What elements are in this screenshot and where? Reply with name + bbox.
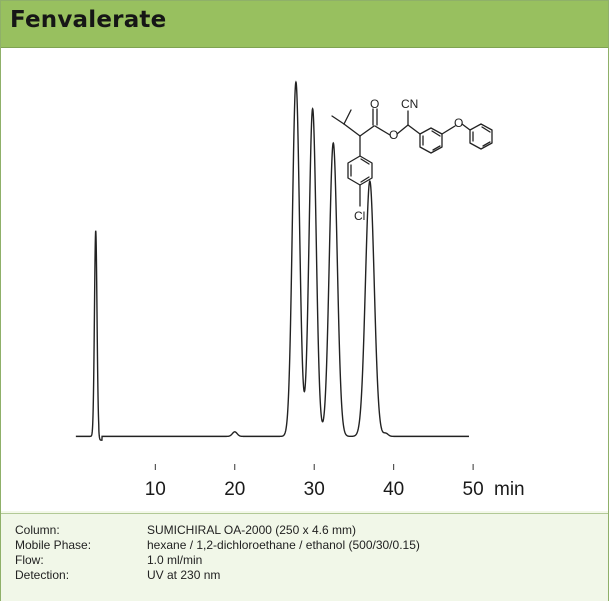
ring-phenoxy-dbl3 bbox=[481, 126, 491, 133]
bond-benzylic bbox=[407, 124, 421, 135]
bond-ester-o bbox=[396, 124, 409, 135]
x-tick-label-10: 10 bbox=[145, 479, 166, 500]
chromatogram-panel: O O CN O Cl 10 20 30 40 50 min bbox=[1, 48, 608, 511]
spec-value: SUMICHIRAL OA-2000 (250 x 4.6 mm) bbox=[147, 523, 356, 537]
ring-benzyl-dbl3 bbox=[431, 130, 441, 137]
x-tick-label-20: 20 bbox=[224, 479, 245, 500]
ring-benzyl-dbl2 bbox=[432, 145, 441, 151]
spec-key: Column: bbox=[15, 523, 60, 537]
spec-key: Detection: bbox=[15, 568, 70, 582]
x-axis-label: min bbox=[494, 479, 525, 500]
spec-value: hexane / 1,2-dichloroethane / ethanol (5… bbox=[147, 538, 420, 552]
bond-isopropyl-left bbox=[331, 115, 345, 125]
title-bar: Fenvalerate bbox=[1, 1, 608, 48]
molecule-structure bbox=[331, 108, 493, 207]
method-specs: Column: SUMICHIRAL OA-2000 (250 x 4.6 mm… bbox=[1, 513, 608, 601]
spec-key: Flow: bbox=[15, 553, 44, 567]
ring-benzyl bbox=[419, 127, 443, 154]
bond-ether-a bbox=[441, 125, 456, 135]
bond-isopropyl-up bbox=[343, 109, 352, 125]
bond-ether-b bbox=[461, 123, 471, 131]
label-ether-oxygen: O bbox=[454, 116, 463, 130]
x-tick-label-30: 30 bbox=[304, 479, 325, 500]
chromatogram-chart: O O CN O Cl 10 20 30 40 50 min bbox=[75, 80, 525, 500]
spec-key: Mobile Phase: bbox=[15, 538, 92, 552]
bond-alpha-carbonyl bbox=[359, 125, 375, 137]
spec-value: UV at 230 nm bbox=[147, 568, 221, 582]
label-ester-oxygen: O bbox=[389, 128, 398, 142]
x-tick-label-50: 50 bbox=[463, 479, 484, 500]
label-chlorine: Cl bbox=[354, 209, 365, 223]
spec-value: 1.0 ml/min bbox=[147, 553, 203, 567]
bond-isopropyl-main bbox=[343, 123, 361, 137]
chromatogram-trace bbox=[75, 80, 469, 441]
label-carbonyl-oxygen: O bbox=[370, 97, 379, 111]
ring-chlorophenyl-dbl2 bbox=[360, 176, 370, 183]
bond-ester bbox=[374, 125, 391, 136]
ring-phenoxy bbox=[469, 123, 493, 150]
x-tick-label-40: 40 bbox=[383, 479, 404, 500]
ring-chlorophenyl-dbl3 bbox=[360, 158, 370, 165]
ring-phenoxy-dbl2 bbox=[482, 141, 491, 147]
label-nitrile: CN bbox=[401, 97, 418, 111]
compound-title: Fenvalerate bbox=[10, 7, 167, 33]
